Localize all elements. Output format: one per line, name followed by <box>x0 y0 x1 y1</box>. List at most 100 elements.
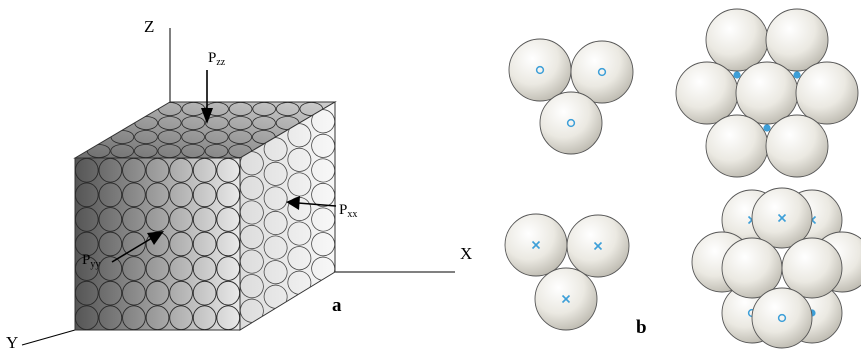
packing-sphere <box>751 287 813 349</box>
cube-side-sphere <box>311 207 335 232</box>
pzz-arrow <box>201 70 213 124</box>
cube-front-sphere <box>169 256 193 281</box>
panel-a-label: a <box>332 295 342 316</box>
cube-front-sphere <box>75 231 99 257</box>
cube-side-sphere <box>240 224 264 250</box>
cube-front-sphere <box>98 231 123 257</box>
pzz-label: Pzz <box>208 50 226 68</box>
cube-front-sphere <box>145 256 170 281</box>
cube-front-sphere <box>75 305 99 330</box>
cube-top-sphere <box>181 144 205 158</box>
cube-front-sphere <box>192 182 217 208</box>
cube-top-sphere <box>252 102 276 116</box>
packing-sphere <box>735 61 799 125</box>
cube-front-sphere <box>75 182 99 208</box>
cube-front-sphere <box>192 207 217 232</box>
cube-side-sphere <box>240 175 264 200</box>
cross-marker <box>777 213 787 223</box>
front-face-spheres <box>75 158 240 330</box>
cross-marker <box>531 240 541 250</box>
cross-marker <box>561 294 571 304</box>
cube-front-sphere <box>98 182 123 208</box>
stacked-layers-crosses <box>691 187 861 349</box>
cube-front-sphere <box>122 207 146 232</box>
cube-front-sphere <box>122 231 146 257</box>
cross-marker <box>593 241 603 251</box>
cube-front-sphere <box>192 158 217 183</box>
pxx-arrow <box>286 196 337 210</box>
cube-front-sphere <box>98 158 123 183</box>
cube-front-sphere <box>216 280 240 306</box>
cube-top-sphere <box>228 102 253 116</box>
cube-front-sphere <box>169 158 193 183</box>
cube-side-sphere <box>240 274 264 299</box>
cube-front-sphere <box>98 256 123 281</box>
cube-front-sphere <box>75 158 99 183</box>
cube-front-sphere <box>216 231 240 257</box>
pyy-arrow <box>111 231 164 263</box>
cube-side-sphere <box>287 246 312 271</box>
three-sphere-layer-circles <box>508 38 634 155</box>
cube-top-sphere <box>228 130 253 144</box>
cube-front-sphere <box>122 280 146 306</box>
top-face-spheres <box>86 102 324 158</box>
cube-front-sphere <box>192 305 217 330</box>
packing-sphere <box>539 91 603 155</box>
cube-side-sphere <box>311 133 335 158</box>
cube-front-sphere <box>98 305 123 330</box>
cube-top-sphere <box>134 144 158 158</box>
circle-marker <box>566 118 576 128</box>
filled-marker <box>793 71 801 79</box>
cube-front-sphere <box>75 256 99 281</box>
cube-side-sphere <box>263 210 288 236</box>
cube-front-face <box>74 157 241 331</box>
three-sphere-layer-crosses <box>504 213 630 331</box>
cube-top-sphere <box>157 116 182 130</box>
cube-top-sphere <box>252 130 276 144</box>
cube-front-sphere <box>145 182 170 208</box>
packing-sphere <box>765 8 829 72</box>
cube-side-sphere <box>263 235 288 260</box>
cube-front-sphere <box>122 182 146 208</box>
cube-front-sphere <box>98 207 123 232</box>
cube-front-sphere <box>75 280 99 306</box>
cube-top-sphere <box>181 130 205 144</box>
packing-sphere <box>508 38 572 102</box>
cube-top-sphere <box>134 130 158 144</box>
cube-top-sphere <box>275 116 300 130</box>
cube-top-sphere <box>181 116 206 130</box>
cube-top-sphere <box>134 116 158 130</box>
packing-sphere <box>675 61 739 125</box>
cube-front-sphere <box>145 158 170 183</box>
cube-side-sphere <box>287 147 312 172</box>
cube-top-sphere <box>228 116 253 130</box>
hexagonal-layer-circles <box>675 8 859 178</box>
x-axis-label: X <box>460 244 472 263</box>
panel-a-cube-diagram: Z X Y Pzz Pxx Pyy a <box>6 17 472 352</box>
cube-side-sphere <box>311 232 335 257</box>
cube-front-sphere <box>122 256 146 281</box>
cube-front-sphere <box>145 280 170 306</box>
cube-front-sphere <box>192 231 217 257</box>
packing-sphere <box>570 40 634 104</box>
packing-sphere <box>781 237 843 299</box>
cube-top-sphere <box>157 144 182 158</box>
packing-sphere <box>795 61 859 125</box>
cube-side-sphere <box>311 158 335 183</box>
z-axis-label: Z <box>144 17 154 36</box>
panel-b-packing-views: b <box>504 8 861 349</box>
cube-front-sphere <box>192 256 217 281</box>
cube-front-sphere <box>216 256 240 281</box>
cube-top-sphere <box>204 144 229 158</box>
cube-front-sphere <box>145 207 170 232</box>
cube-top-sphere <box>157 130 182 144</box>
cube-front-sphere <box>98 280 123 306</box>
cube-front-sphere <box>169 305 193 330</box>
y-axis-line <box>21 329 76 346</box>
cube-front-sphere <box>216 158 240 183</box>
cube-top-sphere <box>110 130 135 144</box>
cube-side-sphere <box>263 186 288 211</box>
cube-side-sphere <box>287 172 312 197</box>
cube-front-sphere <box>122 158 146 183</box>
